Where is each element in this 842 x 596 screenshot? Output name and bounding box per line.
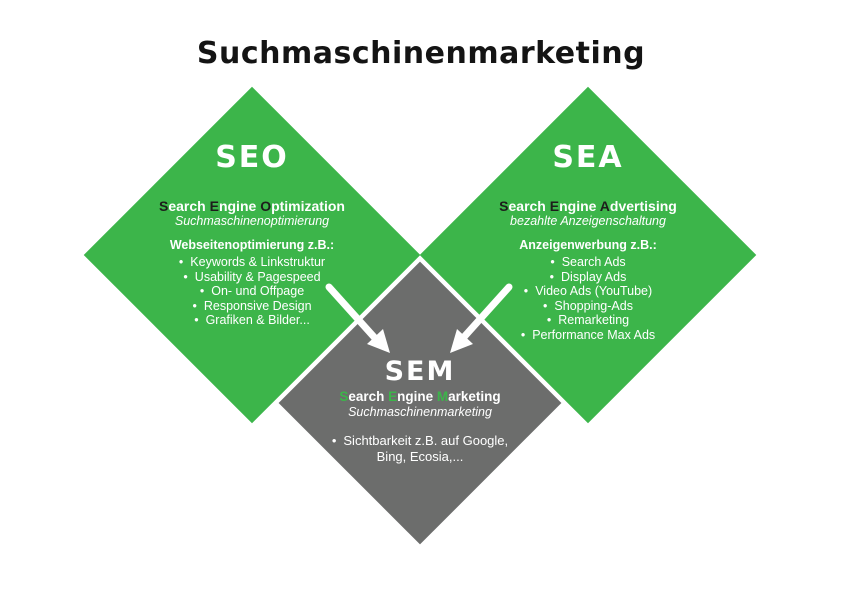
list-item: Search Ads	[448, 255, 728, 270]
list-item: Keywords & Linkstruktur	[112, 255, 392, 270]
text-segment: earch	[168, 198, 210, 214]
sem-subtitle: Suchmaschinenmarketing	[348, 405, 492, 419]
text-segment: earch	[348, 389, 389, 404]
list-item: Usability & Pagespeed	[112, 270, 392, 285]
sem-panel: SEM Search Engine Marketing Suchmaschine…	[300, 358, 540, 465]
text-segment: ngine	[397, 389, 437, 404]
text-segment: ngine	[218, 198, 261, 214]
text-segment: arketing	[448, 389, 501, 404]
text-segment: A	[599, 198, 610, 214]
seo-fullname: Search Engine Optimization	[112, 198, 392, 214]
seo-heading: SEO	[215, 140, 289, 175]
text-segment: M	[436, 389, 449, 404]
sem-list: Sichtbarkeit z.B. auf Google, Bing, Ecos…	[330, 433, 510, 465]
sea-heading: SEA	[552, 140, 624, 175]
sea-subtitle: bezahlte Anzeigenschaltung	[510, 214, 666, 228]
list-item: Grafiken & Bilder...	[112, 313, 392, 328]
list-item: Shopping-Ads	[448, 299, 728, 314]
text-segment: dvertising	[609, 198, 677, 214]
sem-fullname: Search Engine Marketing	[300, 389, 540, 405]
text-segment: S	[159, 198, 169, 214]
text-segment: S	[339, 389, 349, 404]
sea-list: Search Ads Display Ads Video Ads (YouTub…	[448, 255, 728, 342]
list-item: Performance Max Ads	[448, 328, 728, 343]
text-segment: E	[388, 389, 398, 404]
list-item: Video Ads (YouTube)	[448, 284, 728, 299]
sea-list-title: Anzeigenwerbung z.B.:	[519, 238, 657, 252]
sea-panel: SEA Search Engine Advertising bezahlte A…	[448, 142, 728, 342]
text-segment: S	[499, 198, 509, 214]
seo-list: Keywords & Linkstruktur Usability & Page…	[112, 255, 392, 328]
text-segment: O	[260, 198, 272, 214]
list-item: On- und Offpage	[112, 284, 392, 299]
list-item: Remarketing	[448, 313, 728, 328]
seo-panel: SEO Search Engine Optimization Suchmasch…	[112, 142, 392, 328]
text-segment: earch	[508, 198, 550, 214]
text-segment: ngine	[559, 198, 600, 214]
sem-heading: SEM	[384, 356, 456, 387]
text-segment: E	[209, 198, 219, 214]
seo-subtitle: Suchmaschinenoptimierung	[174, 214, 330, 228]
diagram-title: Suchmaschinenmarketing	[196, 36, 646, 71]
list-item: Display Ads	[448, 270, 728, 285]
list-item: Sichtbarkeit z.B. auf Google, Bing, Ecos…	[330, 433, 510, 465]
text-segment: E	[549, 198, 560, 214]
sea-fullname: Search Engine Advertising	[448, 198, 728, 214]
list-item: Responsive Design	[112, 299, 392, 314]
text-segment: ptimization	[271, 198, 345, 214]
seo-list-title: Webseitenoptimierung z.B.:	[169, 238, 335, 252]
